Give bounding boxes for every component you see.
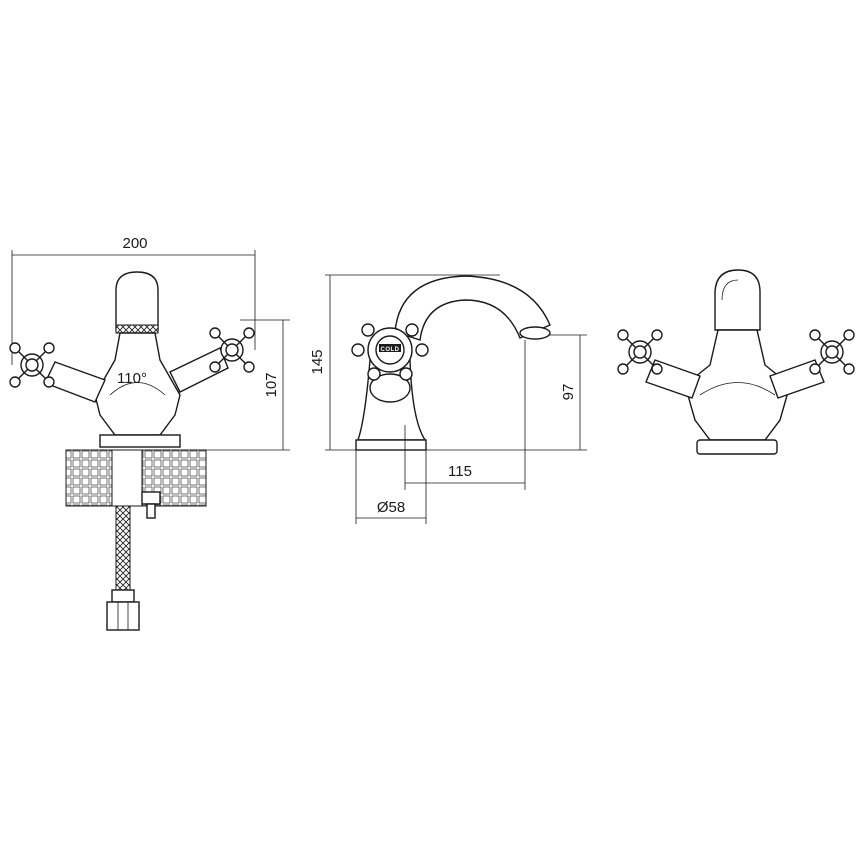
handle-logo-text: COLD [381,347,400,353]
dimension-107: 107 [185,319,290,451]
rear-left-cross-handle[interactable] [617,329,663,375]
dimension-label-115: 115 [448,463,472,480]
front-view: 200 110° 107 [9,235,290,631]
left-cross-handle[interactable] [9,342,55,388]
rear-view [617,269,855,455]
side-spout [394,275,551,341]
aerator [115,324,159,334]
rear-right-cross-handle[interactable] [809,329,855,375]
side-cross-handle[interactable]: COLD [351,323,429,381]
rear-base [696,439,778,455]
dimension-label-107: 107 [263,372,280,397]
right-handle-arm [169,347,229,393]
spout [115,271,159,331]
dimension-label-200: 200 [122,235,147,252]
dimension-200: 200 [11,235,256,365]
left-handle-arm [44,361,106,403]
hose-connector-nut [106,601,140,631]
flex-hose [115,505,131,591]
dimension-label-diameter-58: Ø58 [377,499,405,516]
dimension-label-145: 145 [309,349,326,374]
dimension-115: 115 [404,340,526,490]
dimension-58: Ø58 [355,450,427,524]
side-view: 145 COLD 97 115 [309,274,587,524]
dimension-97: 97 [426,334,587,451]
dimension-label-97: 97 [560,384,577,401]
base-plate [99,434,181,448]
dimension-145: 145 [309,274,500,451]
fixing-nut [141,491,161,505]
side-base [355,439,427,451]
angle-label-110: 110° [117,370,147,387]
